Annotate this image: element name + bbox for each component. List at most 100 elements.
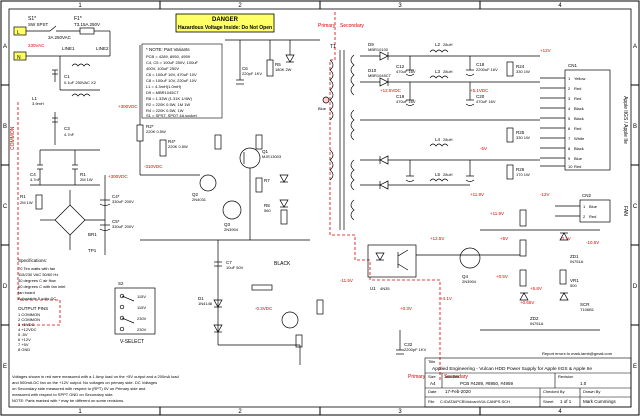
col-label: 4 [558,3,562,9]
vselect-option: 230V [137,327,147,332]
tb-title: Applied Engineering - Vulcan HDD Power S… [432,366,592,372]
cn1-pin: 9 [568,156,571,161]
c12-label: C12 [396,64,405,69]
start-resistors [136,45,200,176]
c4-label: R1 [80,172,86,177]
d1-value: 1N4148 [198,301,213,306]
v-measure-05: +0.5V [496,274,508,279]
line1-label: LINE1 [62,46,75,51]
cn1-wire: Black [574,146,584,151]
r25-label: R25 [516,130,525,135]
v-measure-m01: -0.1V [560,236,571,241]
cn1-wire: Red [574,96,581,101]
l3-label: L3 [435,69,441,74]
c12-value: 470uF 16V [396,69,416,74]
spec-output: 7 +5V [18,342,29,347]
col-label: 2 [238,409,242,415]
r26-value: 170 1W [516,172,530,177]
l5-value: 28uH [443,172,453,177]
r2-label: R2* [146,124,154,129]
c1-label: C1 [64,74,70,79]
c7-value: 10uF 50V [226,265,244,270]
fan-wire: Red [589,214,596,219]
v-select-switch[interactable] [114,287,156,335]
cn1-pin: 2 [568,86,571,91]
v-measure-300b: +300VDC [118,104,138,109]
bulk-capacitors [99,175,111,255]
notes-line: C4, C5 = 100uF 250V, 100uF [146,60,199,65]
spec-line: 40 degrees C air flow [18,278,56,283]
c1-value: 0.1uF 250VAC X2 [64,80,97,85]
cn1-pin: 1 [568,76,571,81]
notes-line: C6 = 100uF 16V, 470uF 10V [146,72,197,77]
zd1-label: ZD1 [570,254,579,259]
fan-pin: 2 [583,214,586,219]
c4star-value: 330uF 200V [112,199,134,204]
spec-output: 2 COMMON [18,317,40,322]
row-label: B [633,124,637,130]
v-measure-m115: -11.5V [340,278,353,283]
vr1-label: VR1 [570,278,579,283]
vselect-option: 115V [137,305,146,310]
probe-black: BLACK [274,261,291,267]
r4-value: 220K 0.5W [168,144,188,149]
r24-value: 330 1W [516,69,530,74]
footnote-line: on Secondary side measured with respect … [12,386,145,391]
ac-input-section [13,25,111,186]
region-primary-bottom: Primary [408,374,426,380]
spec-output: 5 -5V [18,332,28,337]
fan-wire: Blue [589,204,598,209]
notes-line: R4 = 220K 0.5W, 1W [146,108,184,113]
spec-line: 115/230 VAC 50/60 Hz [18,272,58,277]
row-label: C [3,204,8,210]
c32-value: 2200pF 1KV [404,347,427,352]
v-measure-065: +0.65V [520,300,534,305]
c19-label: C19 [396,94,405,99]
col-label: 2 [238,3,242,9]
line2-label: LINE2 [96,46,109,51]
footnote-line: Voltages shown in red were measured with… [12,374,179,379]
c3-value: 4.7nF [30,177,41,182]
cn1-title: Apple IIGS / Apple IIe [622,96,628,144]
vselect-option: 230V [137,316,147,321]
tb-title-label: Title [428,359,436,364]
probe-blue: Blue [318,106,327,111]
spec-line: 70 Ten watts with fan [18,266,55,271]
scr-label: SCR [580,302,590,307]
notes-line: D9 = MBR1045CT [146,90,179,95]
c20-value: 470uF 16V [476,99,496,104]
v-measure-310: -310VDC [144,164,163,169]
row-label: A [3,44,7,50]
spec-output: 1 COMMON [18,312,40,317]
cn1-wire: Yellow [574,76,586,81]
c7-label: C7 [226,260,232,265]
secondary-rectifiers [360,49,540,190]
br1-label: BR1 [88,232,97,237]
tb-number-label: Number [445,374,460,379]
c2-label: C3 [64,126,70,131]
row-label: D [633,284,638,290]
notes-line: S1 = SPST, SPDT 4A socket [146,113,198,118]
spec-output: 8 GND [18,347,30,352]
cn2-label: CN2 [582,193,591,198]
notes-title: * NOTE: Part Variants [146,47,190,52]
cn1-wire: Blue [574,156,583,161]
vr1-value: 500 [570,283,577,288]
cn1-wire: Red [574,126,581,131]
report-errors: Report errors to mark.lamb@gmail.com [542,351,613,356]
tb-sheet-label: Sheet [543,399,554,404]
v-measure-58: +5.8V [530,286,542,291]
cn1-wire: Black [574,106,584,111]
v-measure-300: +300VDC [108,174,128,179]
title-block [424,357,632,408]
live-label: L [17,30,20,36]
tb-number: PCB #4289, #8950, #4959 [460,381,514,386]
q1-value: MJE13003 [262,154,282,159]
tb-date-label: Date [428,389,437,394]
v-measure-51: +5.1VDC [470,88,489,93]
spec-output: 6 +12V [18,337,31,342]
d1-label: D1 [198,296,204,301]
r4-label: R4* [168,139,176,144]
